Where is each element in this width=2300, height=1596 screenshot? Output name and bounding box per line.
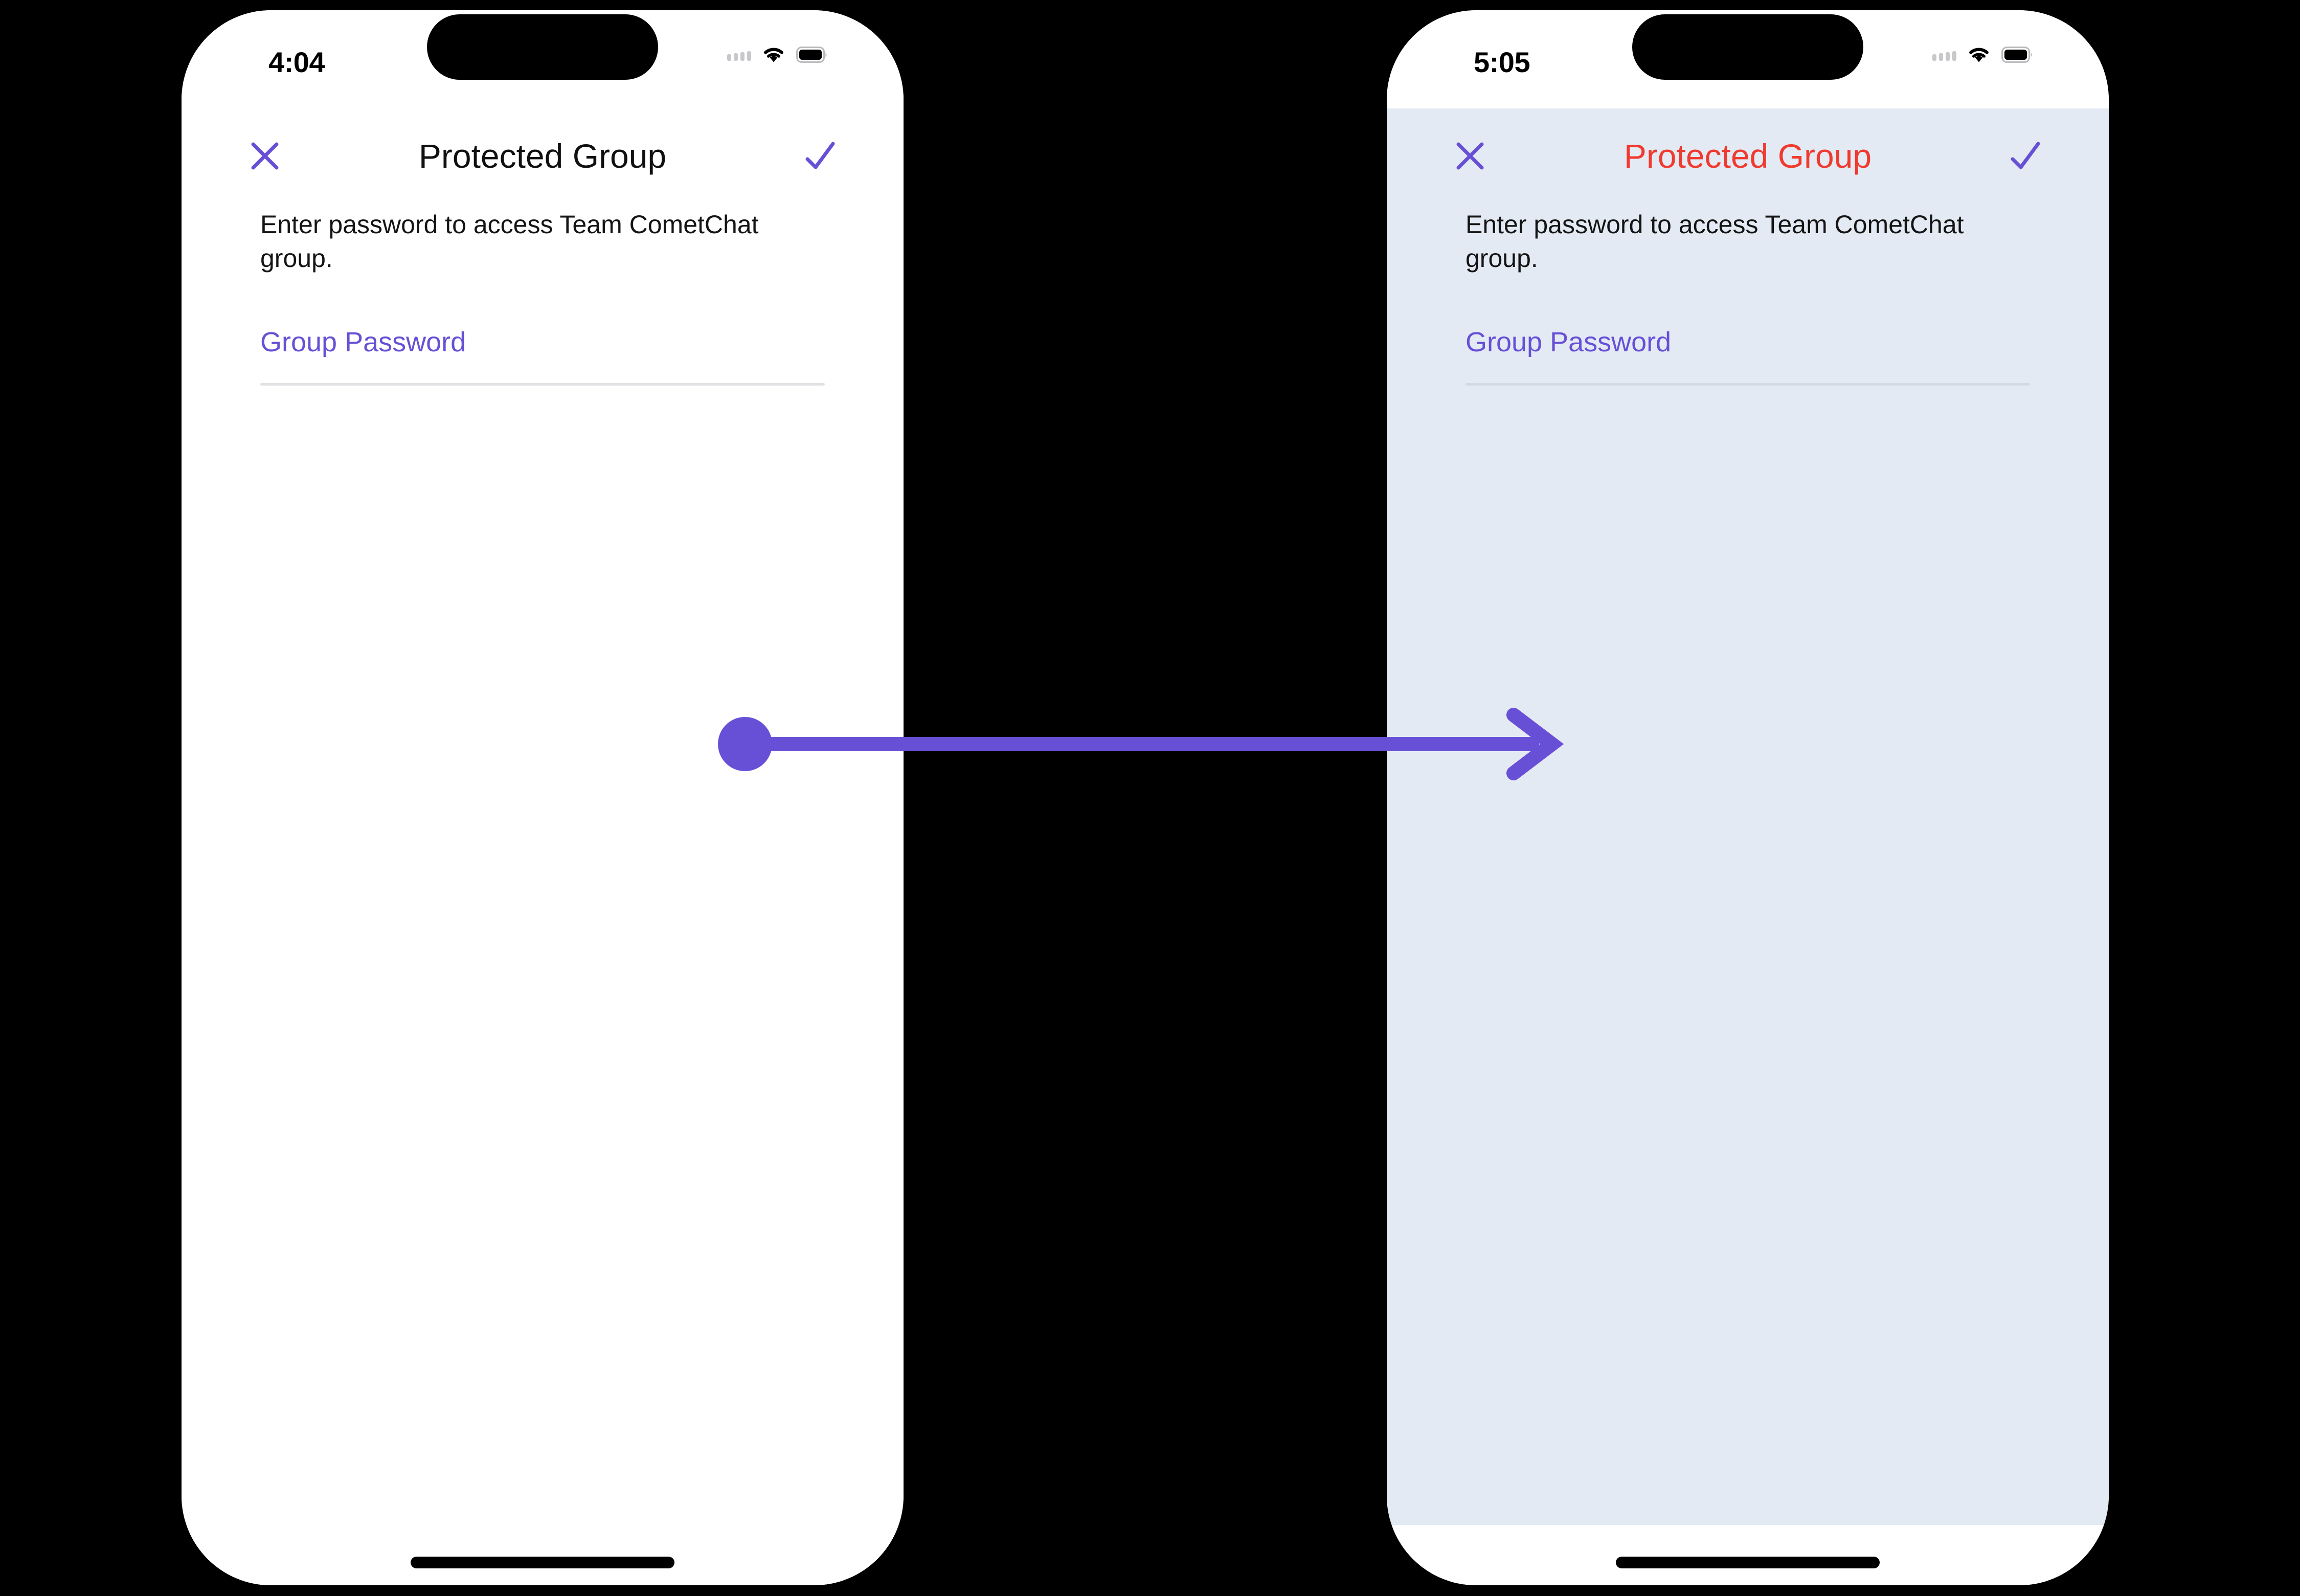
home-indicator[interactable] xyxy=(1616,1557,1880,1568)
nav-bar: Protected Group xyxy=(182,118,904,194)
status-time: 4:04 xyxy=(268,46,325,78)
status-indicators xyxy=(727,46,828,63)
page-title: Protected Group xyxy=(418,137,667,175)
group-password-field[interactable]: Group Password xyxy=(260,328,825,386)
battery-icon xyxy=(796,47,828,63)
status-bar: 5:05 xyxy=(1387,10,2109,108)
close-icon[interactable] xyxy=(242,133,288,179)
group-password-field[interactable]: Group Password xyxy=(1465,328,2030,386)
signal-dots-icon xyxy=(727,49,751,61)
phone-mockup-after: 5:05 xyxy=(1387,10,2109,1585)
screen-content: Protected Group Enter password to access… xyxy=(1387,108,2109,1585)
nav-bar: Protected Group xyxy=(1387,118,2109,194)
battery-icon xyxy=(2001,47,2033,63)
wifi-icon xyxy=(1968,46,1990,63)
checkmark-icon[interactable] xyxy=(2002,133,2048,179)
screen-content: Protected Group Enter password to access… xyxy=(182,108,904,1585)
field-underline xyxy=(260,383,825,386)
instruction-text: Enter password to access Team CometChat … xyxy=(1465,210,1964,273)
page-title: Protected Group xyxy=(1623,137,1872,175)
signal-dots-icon xyxy=(1932,49,1956,61)
screen-after: 5:05 xyxy=(1387,10,2109,1585)
checkmark-icon[interactable] xyxy=(797,133,843,179)
screen-before: 4:04 xyxy=(182,10,904,1585)
field-underline xyxy=(1465,383,2030,386)
group-password-placeholder: Group Password xyxy=(260,327,466,357)
status-time: 5:05 xyxy=(1474,46,1530,78)
home-indicator[interactable] xyxy=(411,1557,674,1568)
status-indicators xyxy=(1932,46,2033,63)
close-icon[interactable] xyxy=(1447,133,1493,179)
instruction-text: Enter password to access Team CometChat … xyxy=(260,210,759,273)
phone-mockup-before: 4:04 xyxy=(182,10,904,1585)
bottom-safe-area xyxy=(1387,1525,2109,1585)
bottom-safe-area xyxy=(182,1525,904,1585)
dynamic-island xyxy=(1632,14,1863,80)
group-password-placeholder: Group Password xyxy=(1465,327,1672,357)
wifi-icon xyxy=(762,46,785,63)
status-bar: 4:04 xyxy=(182,10,904,108)
dynamic-island xyxy=(427,14,658,80)
